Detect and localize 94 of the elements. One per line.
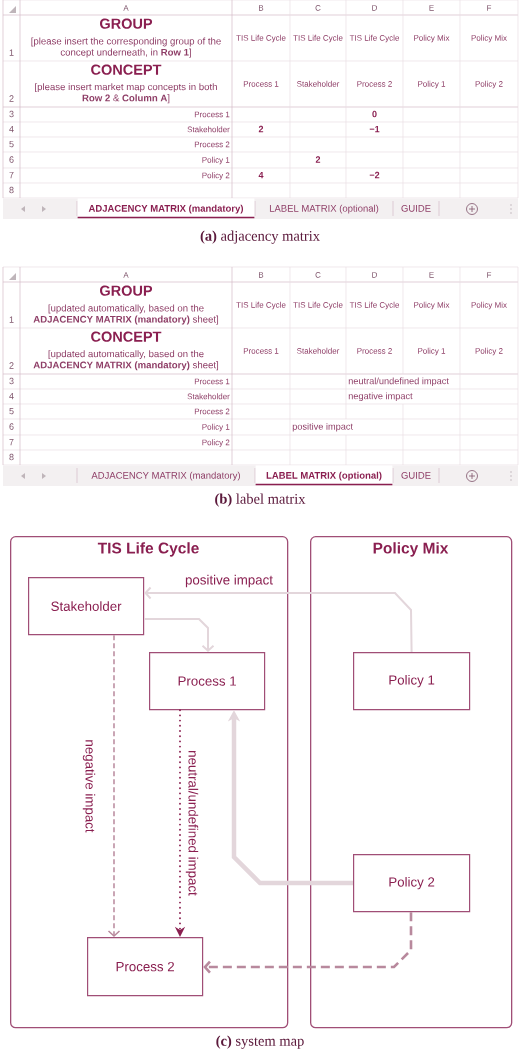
concept-name: Stakeholder — [297, 80, 340, 87]
concept-name: Policy 2 — [475, 80, 503, 89]
row-number: 4 — [9, 392, 14, 400]
column-letter: E — [429, 5, 434, 11]
group-name: Policy Mix — [414, 301, 450, 310]
dashed-arrow — [107, 634, 121, 937]
concept-name: Process 2 — [357, 348, 392, 354]
tab-label: GUIDE — [401, 472, 431, 479]
row-number: 8 — [9, 453, 14, 461]
edge-label: neutral/undefined impact — [184, 749, 200, 897]
figure-caption: (a) adjacency matrix — [200, 230, 320, 244]
concept-name: Stakeholder — [187, 393, 230, 400]
concept-name: Stakeholder — [297, 347, 340, 354]
section-heading: CONCEPT — [91, 64, 162, 75]
instruction-text: [please insert the corresponding group of the concept underneath, in Row 1] — [31, 37, 221, 58]
section-heading: GROUP — [100, 285, 153, 296]
weight-value: 4 — [258, 171, 264, 179]
impact-label: positive impact — [292, 423, 353, 432]
figure-caption: (b) label matrix — [215, 493, 306, 507]
concept-name: Policy 1 — [202, 156, 230, 165]
column-letter: B — [259, 5, 264, 11]
column-letter: A — [123, 5, 129, 11]
weight-value: 0 — [372, 110, 377, 118]
row-number: 2 — [9, 362, 14, 369]
group-name: TIS Life Cycle — [236, 34, 286, 43]
group-name: Policy Mix — [471, 301, 507, 310]
weight-value: 2 — [258, 125, 264, 133]
impact-label: negative impact — [348, 392, 413, 402]
group-name: TIS Life Cycle — [293, 301, 343, 310]
row-number: 5 — [9, 407, 14, 415]
row-number: 1 — [9, 316, 14, 323]
row-number: 7 — [9, 171, 14, 179]
instruction-text: [please insert market map concepts in both Row 2 & Column A] — [35, 83, 217, 104]
row-number: 4 — [9, 125, 14, 133]
concept-name: Process 2 — [194, 141, 230, 148]
row-number: 6 — [9, 156, 14, 163]
tab-label: GUIDE — [401, 205, 431, 212]
column-letter: E — [429, 272, 434, 278]
row-number: 8 — [9, 186, 14, 194]
arrow — [144, 586, 413, 653]
concept-box: Process 1 — [149, 652, 266, 711]
weight-value: −2 — [369, 171, 380, 179]
concept-name: Policy 1 — [418, 347, 446, 356]
group-name: TIS Life Cycle — [349, 301, 400, 310]
row-number: 3 — [9, 110, 14, 118]
concept-name: Policy 2 — [202, 172, 230, 180]
concept-name: Process 1 — [243, 348, 279, 354]
group-name: TIS Life Cycle — [293, 34, 343, 43]
row-number: 2 — [9, 95, 14, 102]
column-letter: F — [487, 272, 492, 278]
concept-box: Policy 2 — [353, 854, 471, 913]
weight-value: −1 — [369, 125, 380, 133]
column-letter: B — [259, 272, 264, 278]
column-letter: C — [315, 272, 321, 278]
concept-name: Policy 1 — [418, 80, 446, 89]
column-letter: A — [123, 272, 129, 278]
dashed-arrow — [203, 912, 413, 974]
concept-box: Policy 1 — [353, 652, 471, 711]
row-number: 6 — [9, 423, 14, 430]
weight-value: 2 — [315, 156, 321, 163]
concept-name: Process 1 — [194, 111, 230, 118]
concept-name: Process 2 — [194, 408, 230, 415]
row-number: 3 — [9, 377, 14, 385]
concept-box: Process 2 — [87, 937, 204, 997]
edge-label: positive impact — [184, 573, 274, 589]
impact-label: neutral/undefined impact — [348, 377, 449, 387]
concept-name: Policy 1 — [202, 423, 230, 432]
section-heading: CONCEPT — [91, 331, 162, 342]
column-letter: D — [372, 272, 377, 278]
column-letter: C — [315, 5, 321, 11]
column-letter: F — [487, 5, 492, 11]
column-letter: D — [372, 5, 377, 11]
concept-box: Stakeholder — [28, 577, 145, 636]
edge-label: negative impact — [81, 738, 97, 834]
concept-name: Process 1 — [243, 81, 279, 87]
tab-label: ADJACENCY MATRIX (mandatory) — [91, 471, 240, 481]
concept-name: Policy 2 — [202, 439, 230, 447]
row-number: 5 — [9, 140, 14, 148]
group-name: TIS Life Cycle — [349, 34, 400, 43]
group-name: Policy Mix — [471, 34, 507, 43]
row-number: 7 — [9, 438, 14, 446]
concept-name: Process 2 — [357, 81, 392, 87]
instruction-text: [updated automatically, based on the ADJACENCY MATRIX (mandatory) sheet] — [33, 350, 219, 371]
concept-name: Policy 2 — [475, 347, 503, 356]
tab-label: LABEL MATRIX (optional) — [269, 204, 379, 214]
figure-caption: (c) system map — [216, 1035, 304, 1049]
section-heading: GROUP — [100, 18, 153, 29]
instruction-text: [updated automatically, based on the ADJACENCY MATRIX (mandatory) sheet] — [33, 304, 219, 325]
group-name: Policy Mix — [414, 34, 450, 43]
group-name: TIS Life Cycle — [236, 301, 286, 310]
concept-name: Stakeholder — [187, 126, 230, 133]
row-number: 1 — [9, 49, 14, 56]
concept-name: Process 1 — [194, 378, 230, 385]
arrow — [143, 618, 215, 652]
